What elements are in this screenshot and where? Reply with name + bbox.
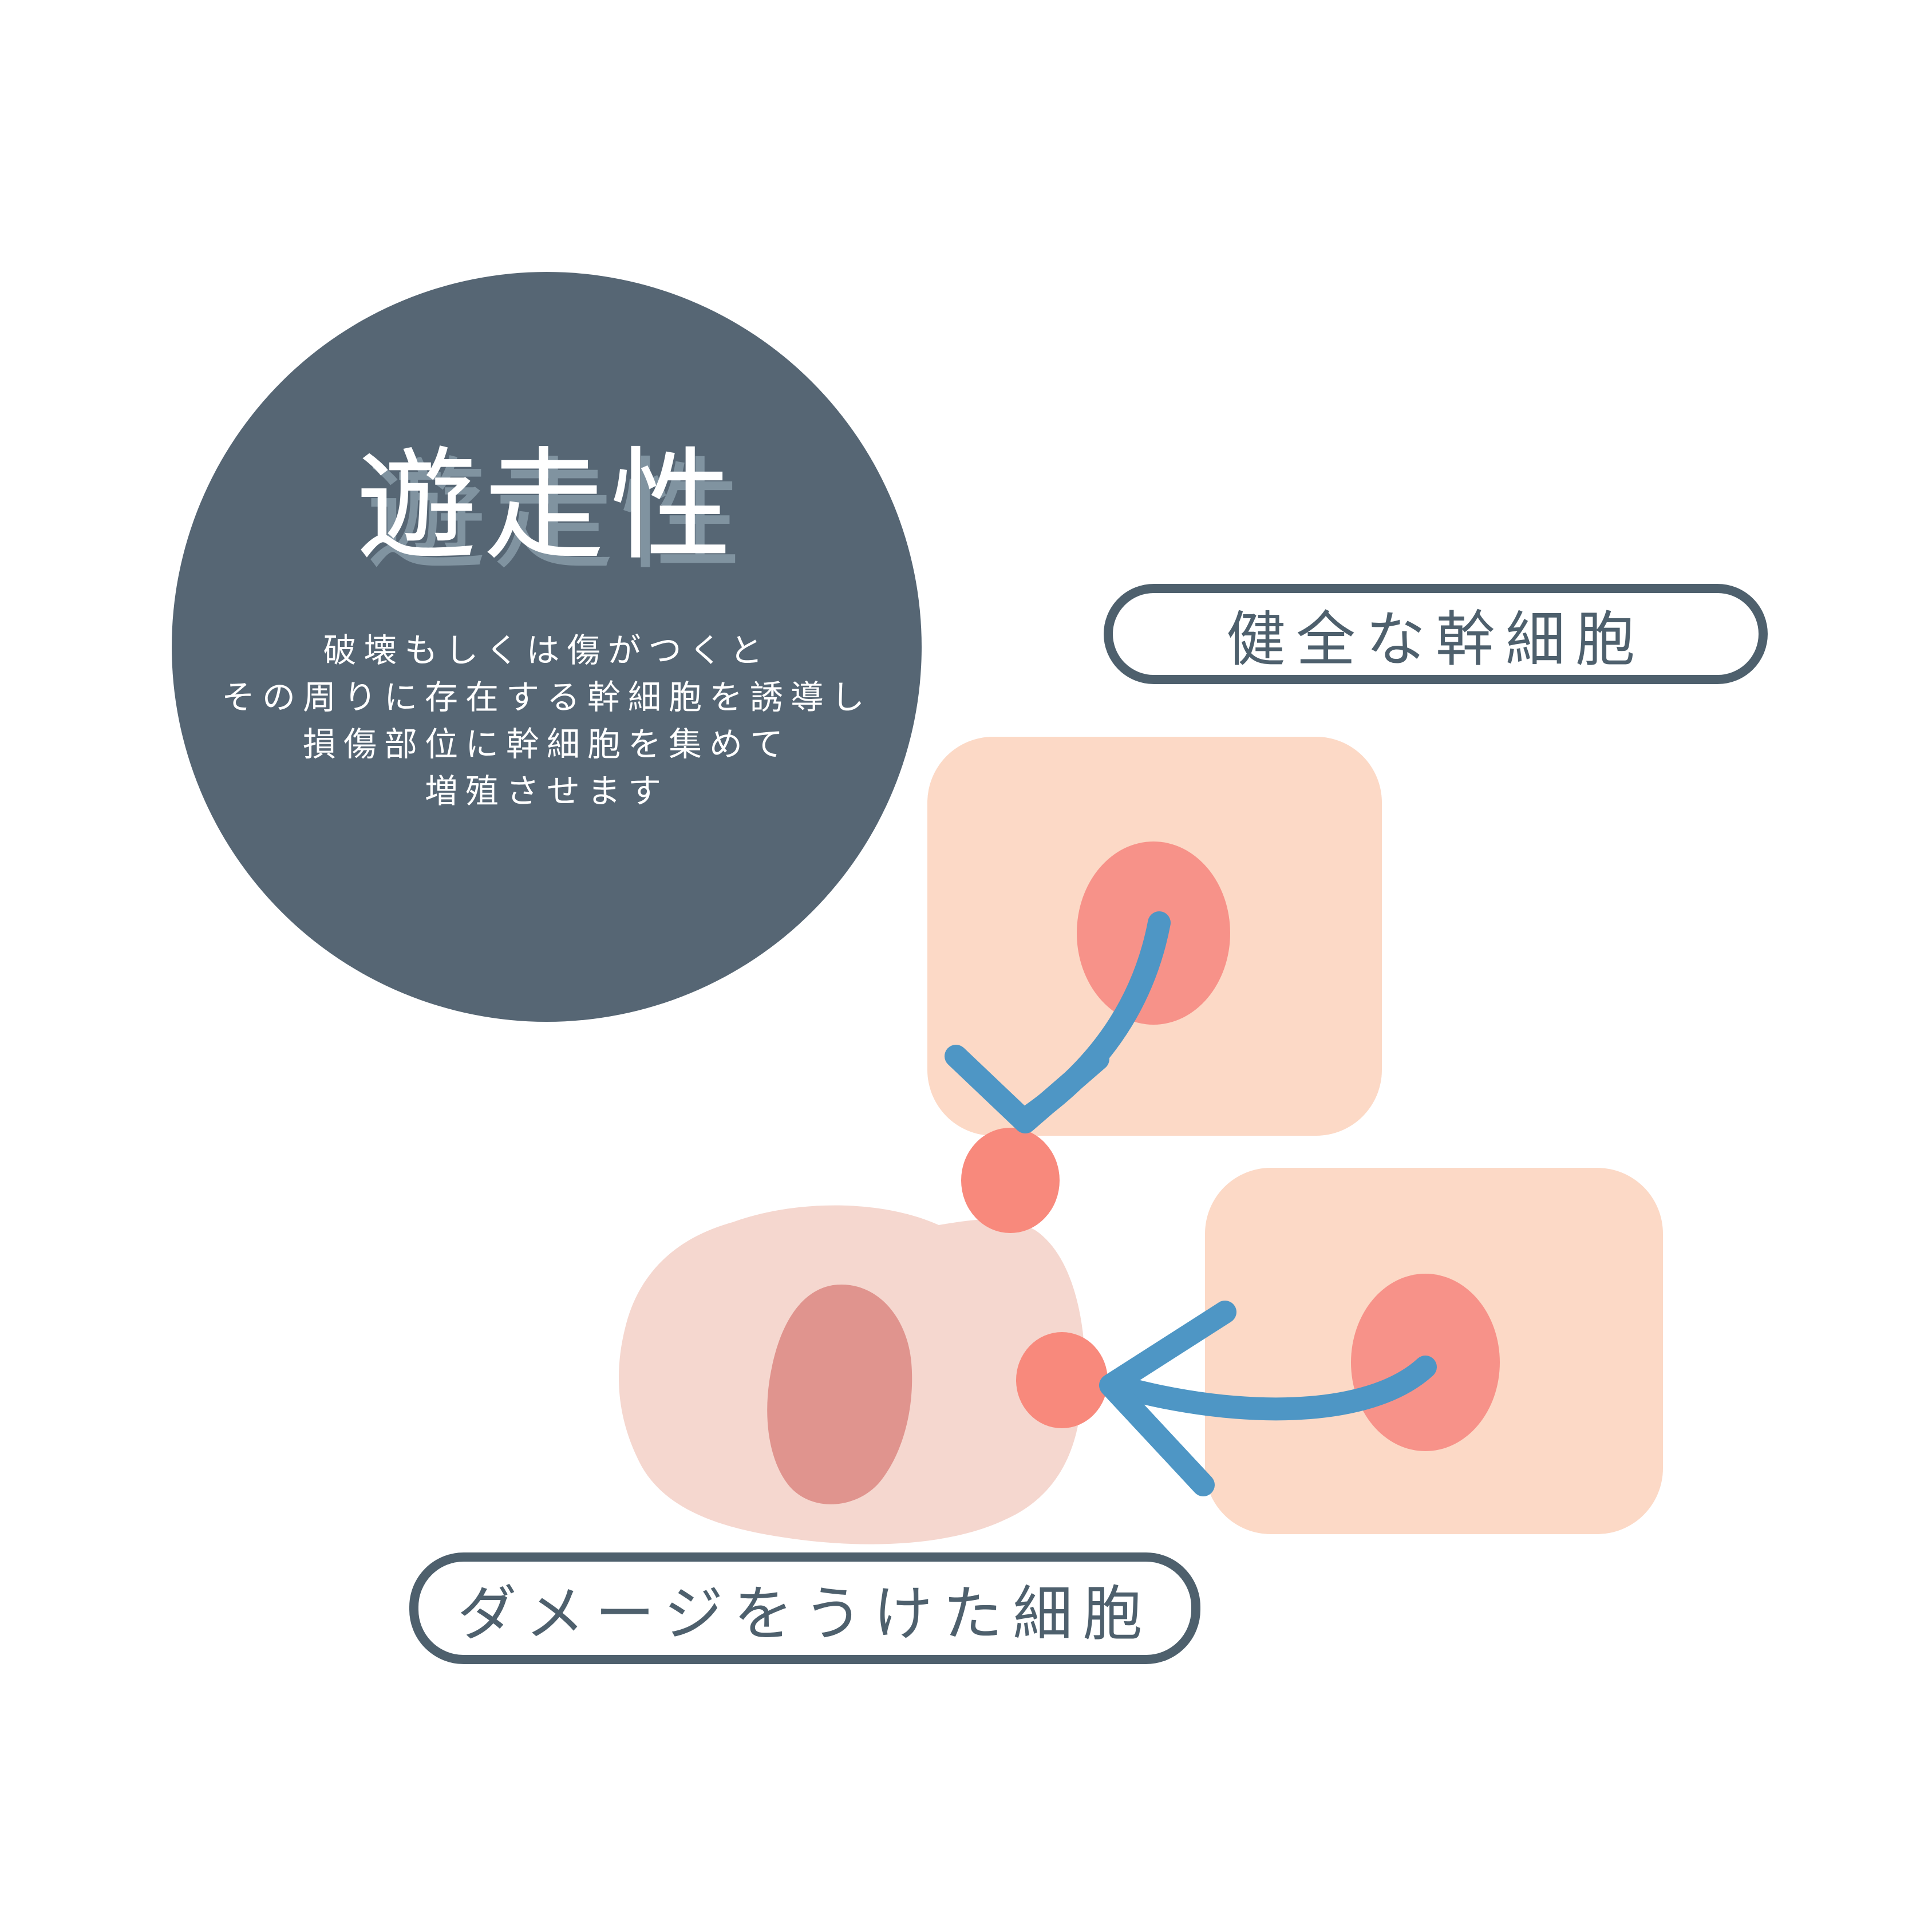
badge-description-line-2: その周りに存在する幹細胞を誘導し: [221, 677, 872, 717]
badge-description-line-1: 破壊もしくは傷がつくと: [323, 630, 771, 670]
migrating-stem-cell-top: [961, 1128, 1060, 1233]
label-healthy-stem-cells-text: 健全な幹細胞: [1226, 605, 1645, 674]
migration-arrow-right-head: [1099, 1301, 1236, 1496]
migration-arrow-top-head: [945, 1045, 1109, 1133]
info-badge-circle: 遊走性 破壊もしくは傷がつくと その周りに存在する幹細胞を誘導し 損傷部位に幹細…: [172, 272, 922, 1022]
label-damaged-cell-text: ダメージをうけた細胞: [457, 1579, 1153, 1649]
badge-description-line-3: 損傷部位に幹細胞を集めて: [302, 724, 791, 764]
label-healthy-stem-cells: 健全な幹細胞: [1104, 584, 1768, 684]
badge-description-line-4: 増殖させます: [424, 771, 669, 811]
migration-arrow-right-tail: [1109, 1356, 1437, 1421]
damaged-cell-nucleus: [767, 1284, 912, 1504]
badge-title: 遊走性: [356, 434, 737, 576]
migrating-stem-cell-right: [1016, 1332, 1108, 1428]
label-damaged-cell: ダメージをうけた細胞: [409, 1552, 1200, 1664]
badge-description: 破壊もしくは傷がつくと その周りに存在する幹細胞を誘導し 損傷部位に幹細胞を集め…: [222, 627, 872, 815]
